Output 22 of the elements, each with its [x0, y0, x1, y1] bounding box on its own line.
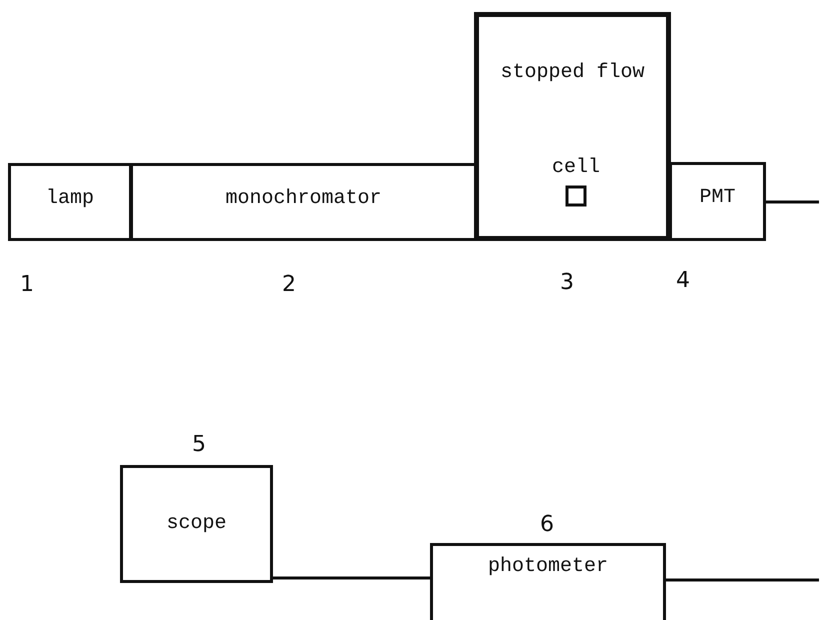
- component-box: [474, 12, 671, 241]
- component-box: [430, 543, 666, 620]
- connector-line: [766, 200, 819, 204]
- component-label: PMT: [698, 187, 736, 208]
- component-label: stopped flow: [499, 62, 646, 83]
- component-label: photometer: [486, 556, 610, 577]
- component-label: monochromator: [224, 188, 383, 209]
- component-box: [120, 465, 273, 583]
- component-label: scope: [165, 513, 228, 534]
- connector-line: [666, 578, 819, 582]
- callout-number: 3: [560, 270, 574, 295]
- callout-number: 5: [192, 432, 206, 457]
- callout-number: 2: [282, 272, 296, 297]
- connector-line: [273, 576, 430, 580]
- callout-number: 6: [540, 512, 554, 537]
- component-box: [8, 163, 132, 241]
- part-label: cell: [550, 157, 601, 178]
- callout-number: 1: [20, 272, 34, 297]
- callout-number: 4: [676, 268, 690, 293]
- component-box: [669, 162, 766, 241]
- component-label: lamp: [44, 188, 95, 209]
- component-box: [130, 163, 477, 241]
